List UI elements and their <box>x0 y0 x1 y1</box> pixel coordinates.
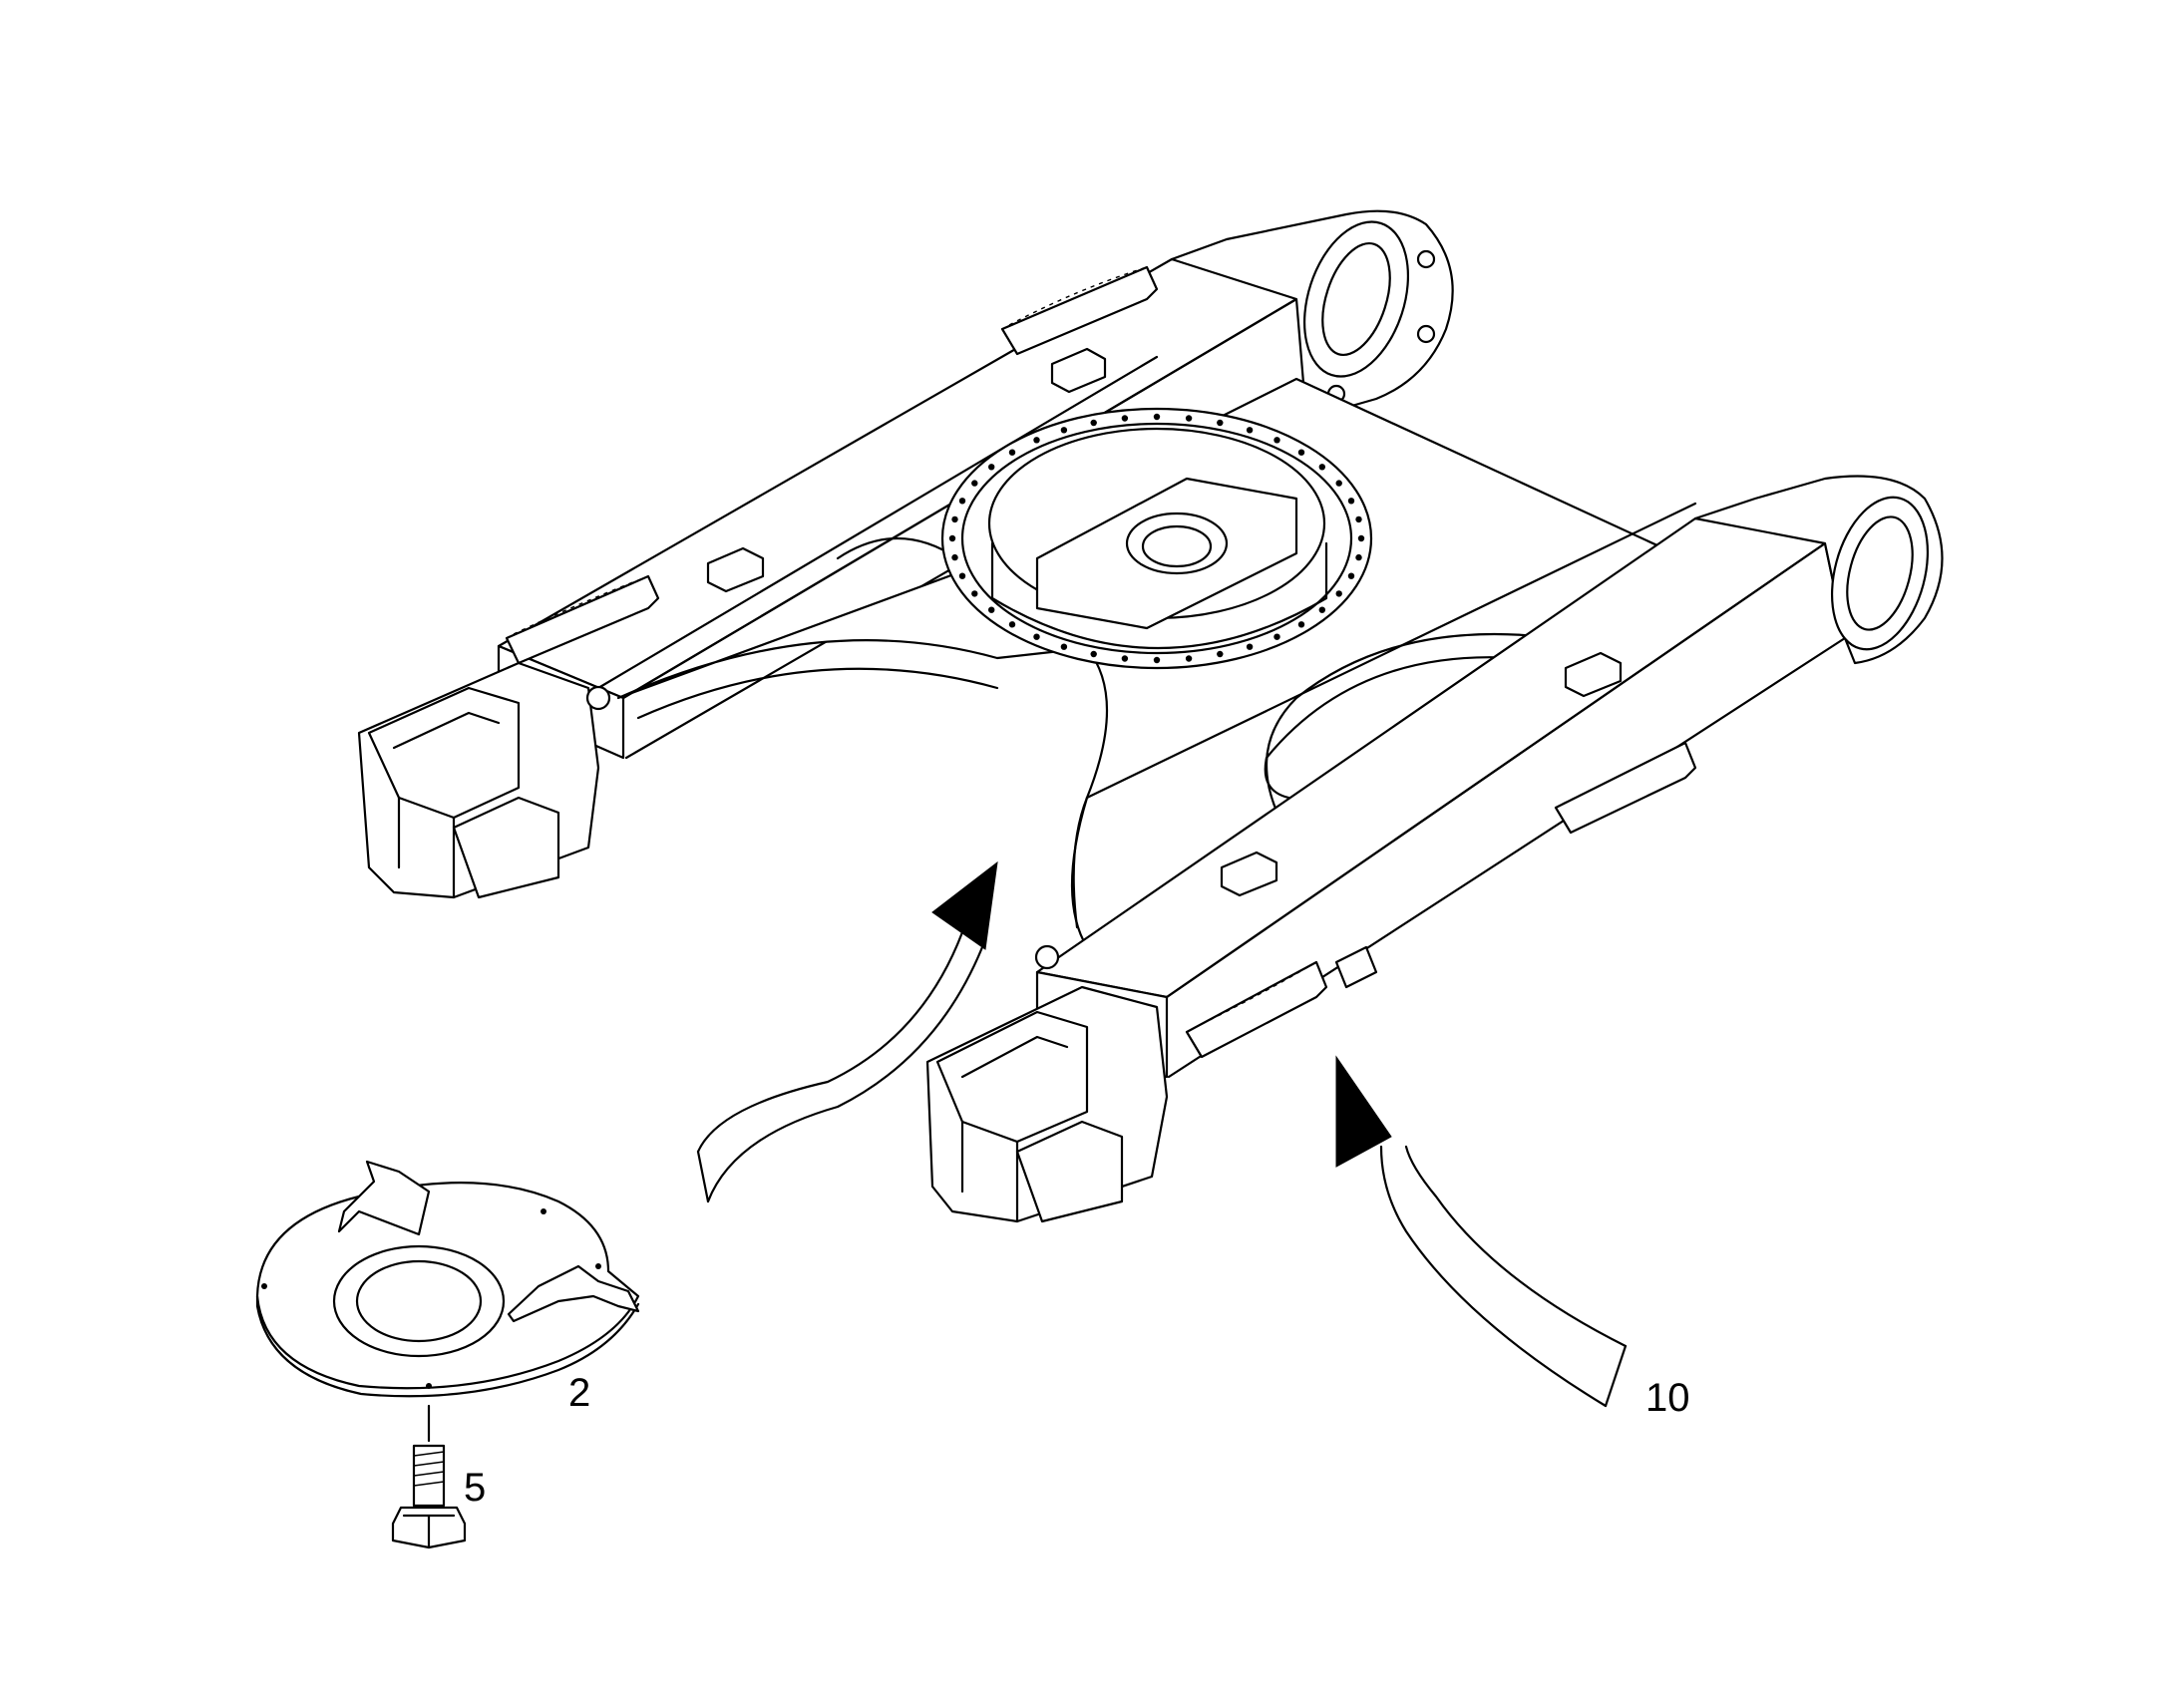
left-side-member <box>357 209 1454 899</box>
callout-bolt: 5 <box>464 1466 486 1510</box>
ring-bolt-hole <box>1273 437 1280 444</box>
ring-bolt-hole <box>1335 480 1342 487</box>
ring-bolt-hole <box>958 572 966 579</box>
bolt <box>391 1404 467 1549</box>
ring-bolt-hole <box>1217 650 1224 658</box>
ring-bolt-hole <box>988 464 995 471</box>
ring-bolt-hole <box>1121 655 1129 662</box>
ring-bolt-hole <box>971 480 978 487</box>
install-arrow-center <box>696 860 998 1203</box>
right-side-member <box>925 475 1944 1223</box>
ring-bolt-hole <box>1060 643 1068 650</box>
ring-bolt-hole <box>1355 515 1362 523</box>
ring-bolt-hole <box>1297 621 1305 628</box>
ring-bolt-hole <box>971 590 978 597</box>
slewing-ring <box>940 407 1373 670</box>
ring-bolt-hole <box>1121 415 1129 422</box>
ring-bolt-hole <box>1318 464 1326 471</box>
ring-bolt-hole <box>1357 534 1365 542</box>
ring-bolt-hole <box>1090 419 1097 427</box>
ring-bolt-hole <box>948 534 956 542</box>
ring-bolt-hole <box>1060 427 1068 434</box>
ring-bolt-hole <box>1217 419 1224 427</box>
swing-plate <box>255 1160 640 1398</box>
callout-undercarriage-frame: 10 <box>1645 1376 1690 1420</box>
ring-bolt-hole <box>1033 437 1040 444</box>
ring-bolt-hole <box>1297 449 1305 456</box>
undercarriage-frame <box>357 209 1944 1223</box>
ring-bolt-holes <box>948 413 1365 664</box>
install-arrow-right <box>1335 1055 1628 1408</box>
ring-bolt-hole <box>1185 415 1193 422</box>
ring-bolt-hole <box>1008 449 1016 456</box>
ring-bolt-hole <box>1347 498 1355 505</box>
ring-bolt-hole <box>1090 650 1097 658</box>
callout-swing-plate: 2 <box>568 1371 590 1415</box>
ring-bolt-hole <box>1246 643 1254 650</box>
ring-bolt-hole <box>958 498 966 505</box>
ring-bolt-hole <box>951 553 958 561</box>
ring-bolt-hole <box>1153 413 1161 421</box>
ring-bolt-hole <box>1355 553 1362 561</box>
ring-bolt-hole <box>1273 633 1280 640</box>
ring-bolt-hole <box>1033 633 1040 640</box>
ring-bolt-hole <box>1185 655 1193 662</box>
ring-bolt-hole <box>1153 656 1161 664</box>
ring-bolt-hole <box>1335 590 1342 597</box>
ring-bolt-hole <box>951 515 958 523</box>
ring-bolt-hole <box>1318 606 1326 613</box>
ring-bolt-hole <box>1347 572 1355 579</box>
ring-bolt-hole <box>1008 621 1016 628</box>
ring-bolt-hole <box>1246 427 1254 434</box>
ring-bolt-hole <box>988 606 995 613</box>
